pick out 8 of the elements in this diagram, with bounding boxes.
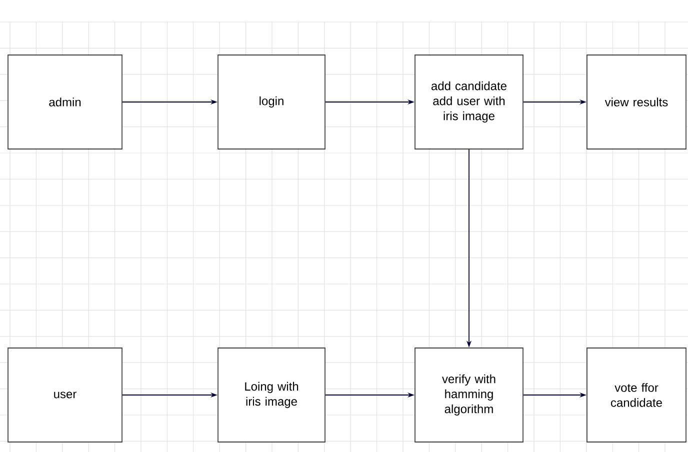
process-box: user	[8, 348, 122, 442]
process-box: add candidate add user with iris image	[414, 54, 524, 150]
process-box: view results	[586, 54, 686, 150]
process-box: verify with hamming algorithm	[414, 348, 524, 442]
process-box: vote ffor candidate	[586, 348, 686, 442]
process-box: login	[218, 54, 326, 150]
process-box: Loing with iris image	[218, 348, 326, 442]
process-box: admin	[8, 54, 122, 150]
